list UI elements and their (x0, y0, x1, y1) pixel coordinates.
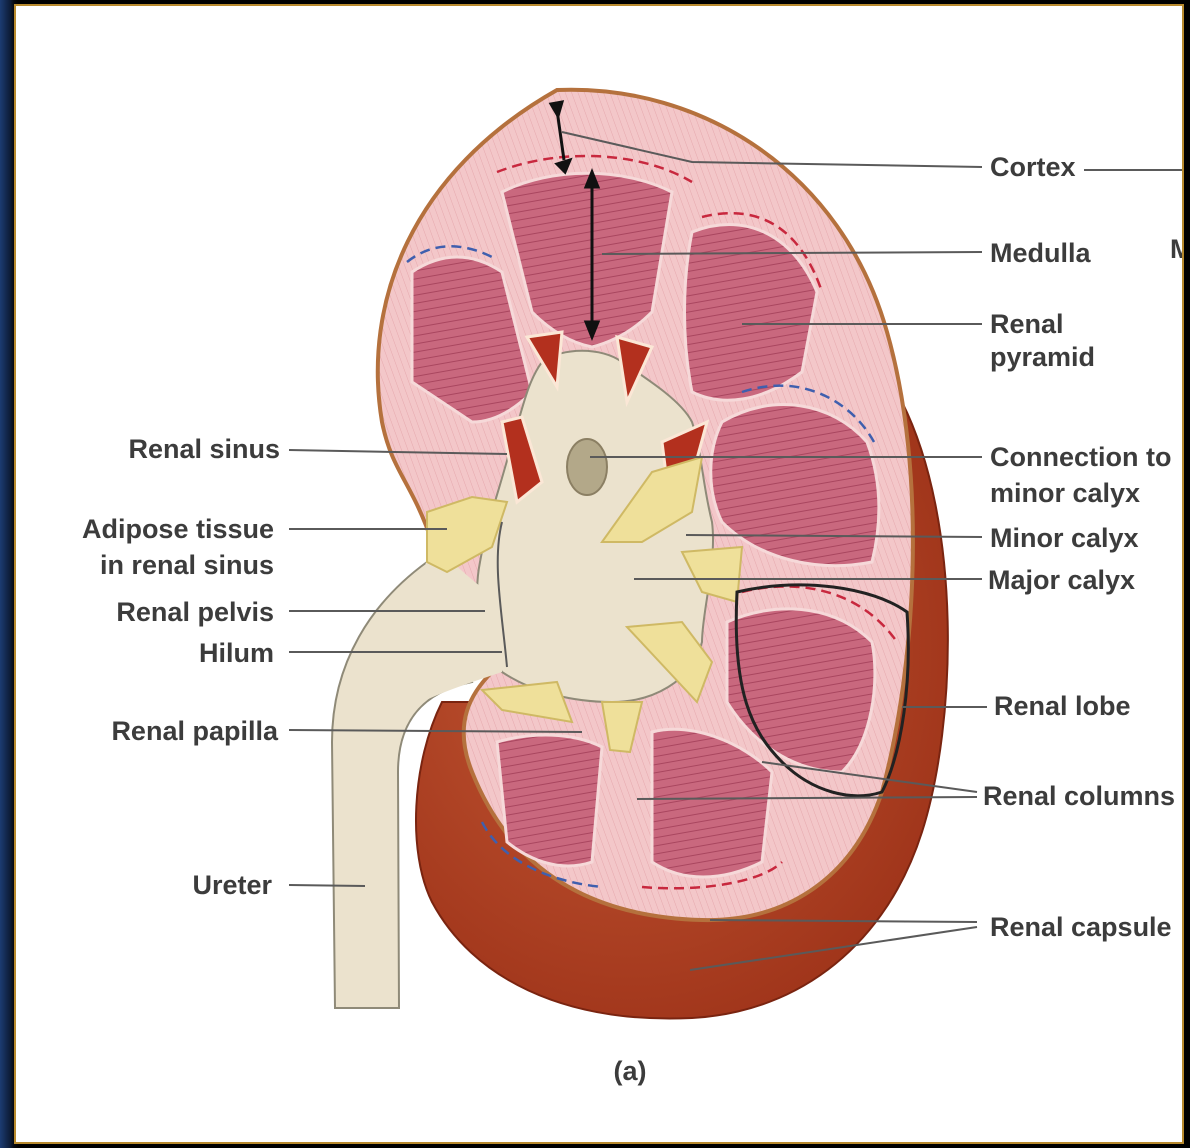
label-cortex: Cortex (990, 152, 1076, 182)
label-minor-calyx: Minor calyx (990, 523, 1139, 553)
label-adipose-line1: Adipose tissue (82, 514, 274, 544)
label-renal-columns: Renal columns (983, 781, 1175, 811)
kidney-diagram: Cortex Medulla M Renal pyramid Connectio… (16, 6, 1182, 1142)
label-ureter: Ureter (192, 870, 272, 900)
label-renal-pelvis: Renal pelvis (116, 597, 274, 627)
calyx-connection-hole (567, 439, 607, 495)
label-renal-pyramid-line1: Renal (990, 309, 1064, 339)
figure-frame: Cortex Medulla M Renal pyramid Connectio… (14, 4, 1184, 1144)
label-renal-sinus: Renal sinus (128, 434, 280, 464)
label-renal-papilla: Renal papilla (111, 716, 279, 746)
label-renal-lobe: Renal lobe (994, 691, 1131, 721)
label-cropped-letter: M (1170, 234, 1182, 264)
label-renal-capsule: Renal capsule (990, 912, 1172, 942)
label-adipose-line2: in renal sinus (100, 550, 274, 580)
label-major-calyx: Major calyx (988, 565, 1135, 595)
label-hilum: Hilum (199, 638, 274, 668)
figure-tag: (a) (614, 1056, 647, 1086)
label-connection-line1: Connection to (990, 442, 1171, 472)
label-medulla: Medulla (990, 238, 1091, 268)
label-connection-line2: minor calyx (990, 478, 1140, 508)
label-renal-pyramid-line2: pyramid (990, 342, 1095, 372)
